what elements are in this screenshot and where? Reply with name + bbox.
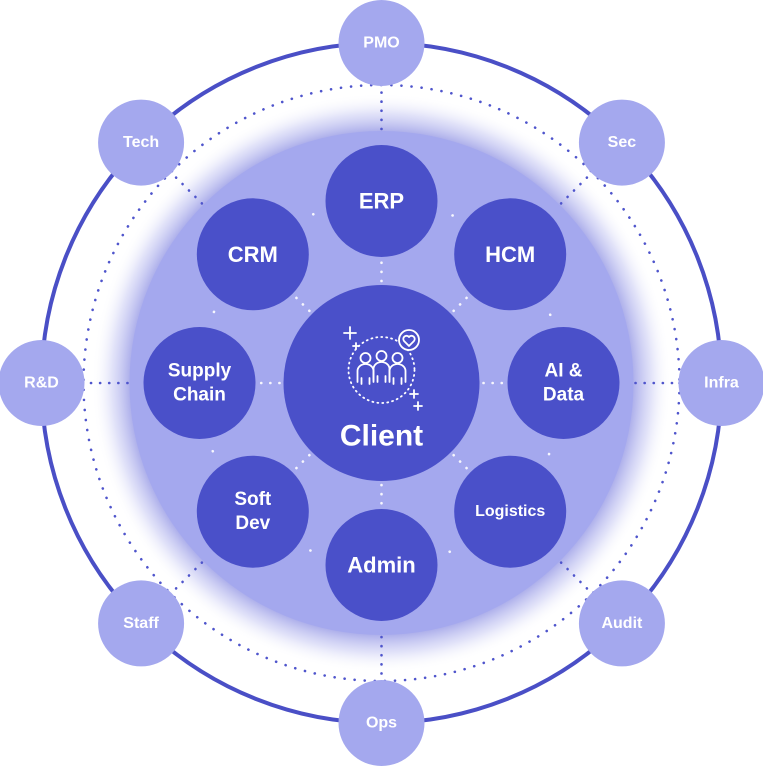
inner-arc-connector [211, 310, 216, 317]
inner-node-label: Chain [173, 385, 226, 406]
inner-node-label: Logistics [475, 503, 545, 520]
inner-arc-connector [211, 449, 216, 456]
outer-node-rd[interactable]: R&D [0, 340, 85, 426]
outer-node-sec[interactable]: Sec [578, 99, 665, 186]
inner-node-label: Supply [168, 361, 232, 382]
inner-node-circle [454, 198, 567, 311]
outer-node-label: Tech [123, 134, 159, 151]
outer-node-circle [0, 340, 85, 426]
outer-node-circle [338, 0, 425, 86]
inner-node-logistics[interactable]: Logistics [454, 455, 567, 568]
outer-node-circle [98, 580, 185, 667]
inner-node-hcm[interactable]: HCM [454, 198, 567, 311]
inner-node-circle [454, 455, 567, 568]
outer-node-circle [578, 99, 665, 186]
inner-node-circle [196, 455, 309, 568]
inner-node-circle [143, 327, 256, 439]
inner-node-label: CRM [228, 242, 278, 267]
inner-arc-connector [309, 212, 315, 217]
inner-node-label: AI & [545, 361, 583, 382]
inner-node-label: Admin [347, 553, 415, 578]
outer-node-label: PMO [363, 35, 399, 52]
inner-node-label: Data [543, 385, 585, 406]
outer-node-circle [578, 580, 665, 667]
inner-arc-connector [309, 549, 315, 554]
inner-node-crm[interactable]: CRM [196, 198, 309, 311]
outer-node-label: Ops [366, 715, 397, 732]
inner-arc-connector [547, 449, 552, 456]
inner-arc-connector [448, 549, 454, 554]
outer-node-label: R&D [24, 375, 59, 392]
inner-node-ai-data[interactable]: AI & Data [507, 327, 620, 439]
outer-node-staff[interactable]: Staff [98, 580, 185, 667]
outer-node-tech[interactable]: Tech [98, 99, 185, 186]
outer-node-audit[interactable]: Audit [578, 580, 665, 667]
outer-node-label: Infra [704, 375, 739, 392]
connectors-layer [85, 86, 678, 680]
outer-node-circle [98, 99, 185, 186]
outer-node-circle [678, 340, 763, 426]
outer-node-ops[interactable]: Ops [338, 680, 425, 766]
outer-node-label: Audit [601, 615, 643, 632]
client-node [283, 285, 480, 481]
outer-node-circle [338, 680, 425, 766]
outer-node-label: Sec [608, 134, 637, 151]
inner-node-label: Dev [235, 513, 270, 534]
inner-arc-connector [448, 212, 454, 217]
team-heart-icon [343, 326, 423, 411]
inner-node-circle [325, 145, 438, 257]
outer-node-infra[interactable]: Infra [678, 340, 763, 426]
inner-arc-connector [547, 310, 552, 317]
inner-node-label: ERP [359, 189, 404, 214]
inner-node-admin[interactable]: Admin [325, 509, 438, 621]
inner-node-erp[interactable]: ERP [325, 145, 438, 257]
center-label: Client [340, 420, 423, 453]
inner-node-circle [507, 327, 620, 439]
inner-node-label: HCM [485, 242, 535, 267]
inner-node-label: Soft [234, 489, 272, 510]
inner-node-circle [196, 198, 309, 311]
inner-node-circle [325, 509, 438, 621]
outer-node-label: Staff [123, 615, 159, 632]
outer-node-pmo[interactable]: PMO [338, 0, 425, 86]
